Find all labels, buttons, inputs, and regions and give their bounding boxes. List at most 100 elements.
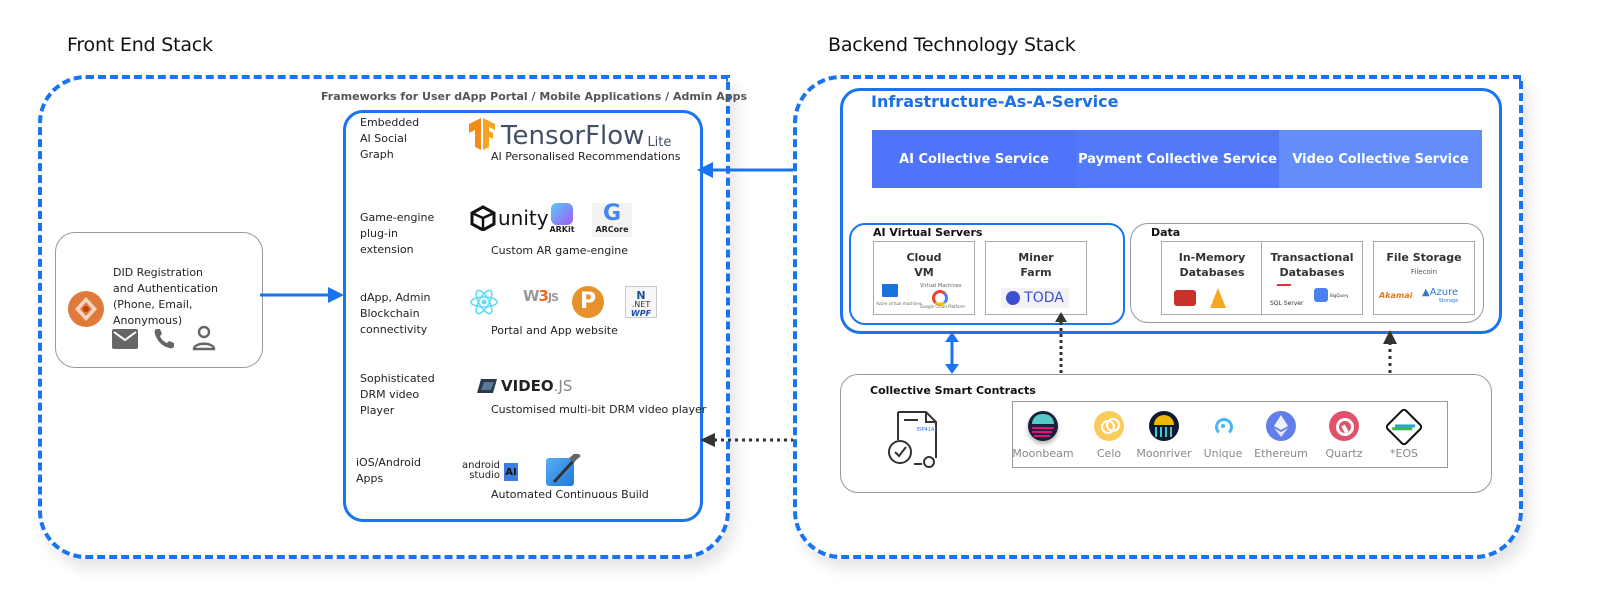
android-ai-icon: AI [504,463,518,481]
bigquery-icon [1314,288,1328,302]
row-label-line: plug-in [360,227,398,240]
chain-name: Quartz [1325,447,1363,460]
did-to-frameworks-arrow [260,287,344,303]
sql-server-label: SQL Server [1270,300,1304,307]
videojs-icon [477,379,497,393]
chain-name: Moonbeam [1012,447,1074,460]
arkit-label: ARKit [549,225,575,234]
did-line-2: and Authentication [113,282,218,295]
frontend-title: Front End Stack [67,34,213,56]
bigquery-label: BigQuery [1330,293,1349,298]
row-label-mobile-apps: iOS/Android Apps [356,455,421,487]
did-line-3: (Phone, Email, Anonymous) [113,298,193,327]
row-label-line: Game-engine [360,211,435,224]
arkit-badge: ARKit [548,203,576,237]
mail-icon [112,329,138,353]
row-desc-mobile: Automated Continuous Build [491,488,649,501]
card-title-line: In-Memory [1178,251,1246,264]
polkadot-icon: P [572,286,604,318]
web3js-icon: W3JS [523,287,559,305]
chain-name: Moonriver [1136,447,1192,460]
row-desc-videojs: Customised multi-bit DRM video player [491,403,707,416]
iaas-title: Infrastructure-As-A-Service [871,92,1119,111]
azure-vm-icon [882,284,898,297]
row-label-line: dApp, Admin [360,291,431,304]
card-title-line: VM [914,266,934,279]
eos-icon [1384,407,1424,447]
row-label-line: Embedded [360,116,420,129]
chain-celo: Celo [1074,411,1144,460]
cloud-vm-card: Cloud VM Azure virtual machines Virtual … [873,241,975,315]
toda-text: TODA [1024,290,1064,306]
iaas-contracts-arrow [945,332,959,374]
gcp-label: Google Cloud Platform [920,304,965,309]
row-label-line: iOS/Android [356,456,421,469]
row-desc-tensorflow: AI Personalised Recommendations [491,150,681,163]
azure-storage-text: Storage [1438,298,1459,304]
android-studio-line2: studio [469,470,500,481]
row-label-line: Apps [356,472,384,485]
sql-server-icon [1270,284,1292,296]
smart-contracts-title: Collective Smart Contracts [870,384,1036,397]
chain-name: Ethereum [1254,447,1308,460]
backend-title: Backend Technology Stack [828,34,1076,56]
card-title-line: Cloud [906,251,942,264]
videojs-text: VIDEO [501,377,554,395]
azure-text: Azure [1429,287,1459,298]
ai-collective-service[interactable]: AI Collective Service [872,130,1076,188]
arkit-icon [551,203,573,225]
row-label-drm-player: Sophisticated DRM video Player [360,371,435,419]
frameworks-caption: Frameworks for User dApp Portal / Mobile… [321,90,748,103]
react-icon [470,289,498,315]
tensorflow-text: TensorFlow [501,121,645,151]
gcp-icon [932,290,948,306]
row-label-line: Sophisticated [360,372,435,385]
tensorflow-logo: TensorFlow Lite [467,118,671,150]
user-icon [192,325,216,355]
service-label: AI Collective Service [899,151,1049,167]
file-storage-card: File Storage Filecoin Akamai ▲Azure Stor… [1373,241,1475,315]
did-line-1: DID Registration [113,266,204,279]
redis-icon [1174,290,1196,306]
phone-icon [152,327,176,355]
data-title: Data [1151,226,1181,239]
android-studio-logo: android studio [462,461,500,481]
akamai-logo: Akamai [1379,291,1412,300]
service-label: Video Collective Service [1292,151,1469,167]
google-g-icon: G [602,201,622,226]
blockchain-tray [1012,401,1448,468]
chain-name: Celo [1096,447,1122,460]
card-title-line: Databases [1279,266,1345,279]
row-desc-unity: Custom AR game-engine [491,244,628,257]
azure-vm-label: Azure virtual machines [876,301,922,306]
in-memory-db-card: In-Memory Databases [1161,241,1263,315]
quartz-icon [1329,411,1359,441]
wpf-label: WPF [630,309,652,318]
toda-logo: TODA [1001,288,1069,308]
video-collective-service[interactable]: Video Collective Service [1279,130,1482,188]
row-label-ai-social-graph: Embedded AI Social Graph [360,115,419,163]
videojs-logo: VIDEO .JS [476,377,572,395]
dotnet-wpf-icon: N .NET WPF [625,286,657,318]
row-label-game-engine: Game-engine plug-in extension [360,210,434,258]
row-label-line: extension [360,243,414,256]
moonbeam-icon [1028,411,1058,441]
arcore-label: ARCore [595,225,629,234]
unity-logo: unity [470,205,549,231]
contracts-storage-arrow [1383,330,1397,374]
card-title-line: Farm [1020,266,1052,279]
row-label-line: DRM video [360,388,420,401]
row-desc-dapp: Portal and App website [491,324,618,337]
chain-unique: Unique [1188,411,1258,460]
chain-name: Unique [1203,447,1243,460]
chain-moonriver: Moonriver [1129,411,1199,460]
firebase-icon [1210,288,1226,308]
gcp-vm-label: Virtual Machines [920,283,962,289]
card-title-line: Databases [1179,266,1245,279]
did-logo-icon [68,291,104,327]
miner-farm-card: Miner Farm TODA [985,241,1087,315]
service-label: Payment Collective Service [1078,151,1277,167]
card-title-line: Transactional [1270,251,1354,264]
dotnet-label: .NET [631,300,651,309]
payment-collective-service[interactable]: Payment Collective Service [1076,130,1279,188]
